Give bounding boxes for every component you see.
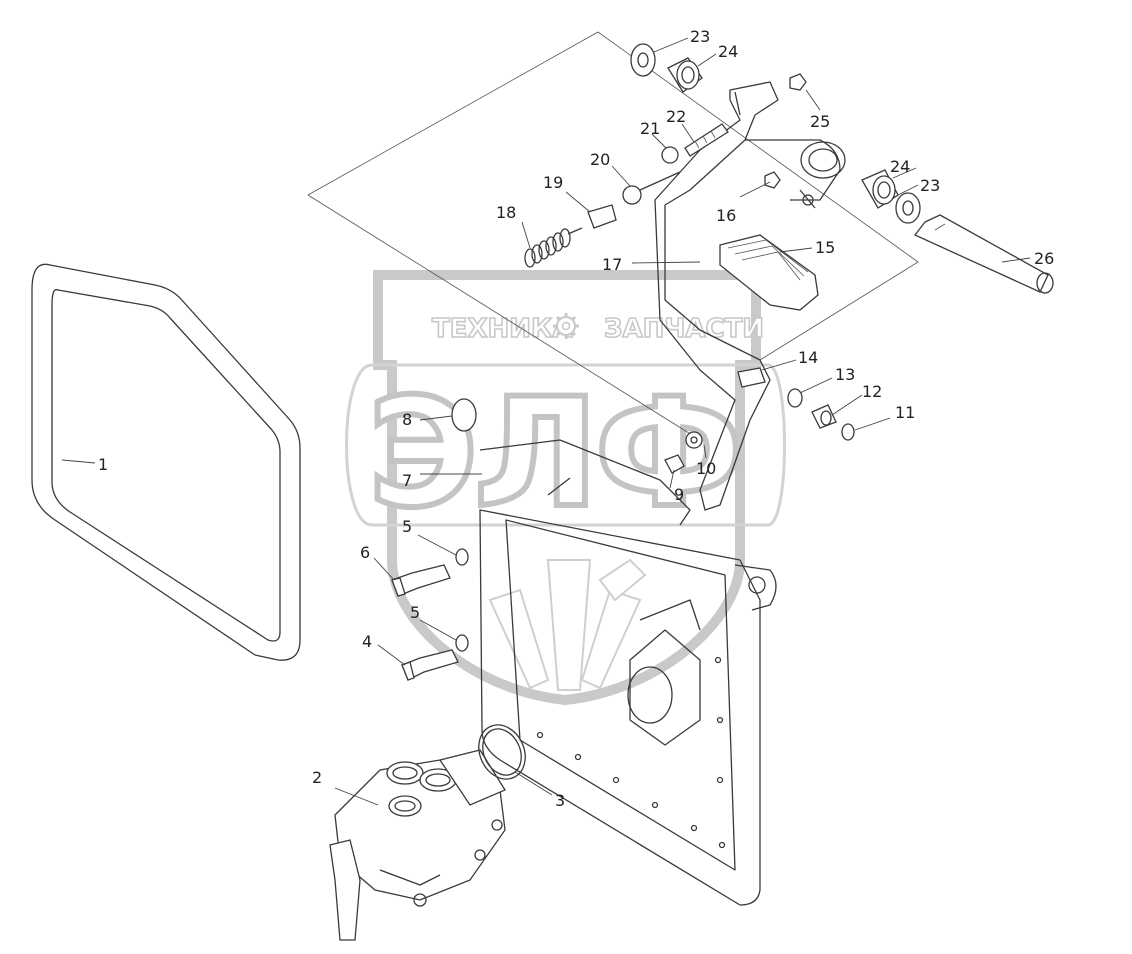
callout-19: 19 [543,173,563,192]
o-ring [478,724,526,780]
callout-12: 12 [862,382,882,401]
plane-outline-lower [307,194,701,441]
callout-10: 10 [696,459,716,478]
bushings-and-washers [630,43,921,224]
watermark: ТЕХНИКА ЗАПЧАСТИ ЭЛФ [345,270,786,706]
callout-23a: 23 [690,27,710,46]
watermark-logo-text: ЭЛФ [368,367,739,541]
callout-26: 26 [1034,249,1054,268]
callout-20: 20 [590,150,610,169]
callout-24a: 24 [718,42,738,61]
plane-outline-upper [307,31,919,361]
pedal-pad [719,234,819,311]
callout-4: 4 [362,632,372,651]
watermark-text-left: ТЕХНИКА [432,314,572,344]
callout-6: 6 [360,543,370,562]
return-spring [524,227,583,268]
watermark-text-right: ЗАПЧАСТИ [604,314,764,344]
callout-8: 8 [402,410,412,429]
shaft [913,214,1054,294]
callout-21: 21 [640,119,660,138]
callout-18: 18 [496,203,516,222]
callout-3: 3 [555,791,565,810]
callout-14: 14 [798,348,818,367]
callout-23b: 23 [920,176,940,195]
leader-lines [61,37,1031,806]
watermark-shield [373,270,761,706]
callout-11: 11 [895,403,915,422]
assembly-planes [307,31,919,441]
watermark-banner [345,363,786,527]
gasket-seal [31,263,301,661]
callout-2: 2 [312,768,322,787]
callout-16: 16 [716,206,736,225]
callout-22: 22 [666,107,686,126]
callout-5b: 5 [410,603,420,622]
watermark-wheat-emblem [488,558,647,691]
pedal-lever [654,81,846,511]
callout-24b: 24 [890,157,910,176]
callout-17: 17 [602,255,622,274]
small-fasteners [391,367,855,681]
callout-7: 7 [402,471,412,490]
callout-25: 25 [810,112,830,131]
rod-assembly [524,123,729,268]
callout-15: 15 [815,238,835,257]
callout-1: 1 [98,455,108,474]
callout-13: 13 [835,365,855,384]
callout-labels: 1 2 3 4 5 5 6 7 8 9 10 11 12 13 14 15 16… [98,27,1054,810]
gear-icon [553,313,579,339]
master-cylinder [329,749,506,941]
callout-5a: 5 [402,517,412,536]
callout-9: 9 [674,485,684,504]
